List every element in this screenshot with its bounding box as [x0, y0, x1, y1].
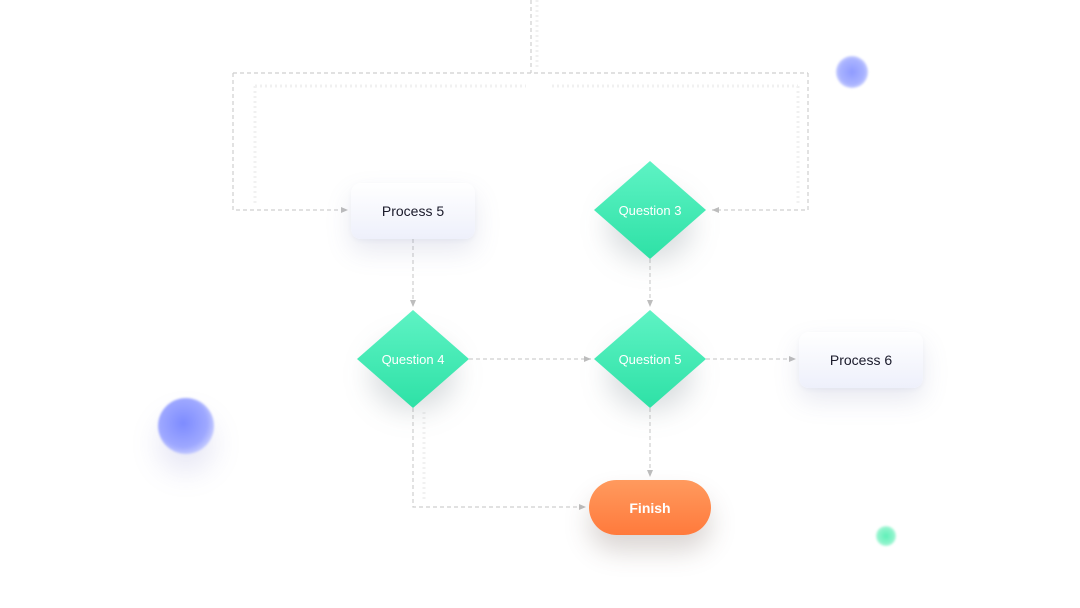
question-3-label: Question 3 — [618, 202, 682, 218]
question-4-node[interactable]: Question 4 — [357, 310, 469, 410]
process-5-node[interactable]: Process 5 — [351, 183, 475, 239]
decorative-purple-dot-small — [836, 56, 868, 88]
finish-node[interactable]: Finish — [589, 480, 711, 535]
finish-label: Finish — [629, 499, 671, 516]
connector-question-4-to-finish — [412, 408, 586, 510]
connector-to-process-5 — [232, 73, 348, 213]
process-6-node[interactable]: Process 6 — [799, 332, 923, 388]
process-5-label: Process 5 — [381, 203, 445, 219]
question-5-node[interactable]: Question 5 — [594, 310, 706, 410]
question-3-node[interactable]: Question 3 — [594, 161, 706, 261]
connector-to-question-3 — [712, 73, 809, 213]
question-4-label: Question 4 — [381, 351, 445, 367]
question-5-label: Question 5 — [618, 351, 682, 367]
process-6-label: Process 6 — [829, 352, 893, 368]
decorative-green-dot — [876, 526, 896, 546]
decorative-purple-dot-large — [158, 398, 214, 454]
